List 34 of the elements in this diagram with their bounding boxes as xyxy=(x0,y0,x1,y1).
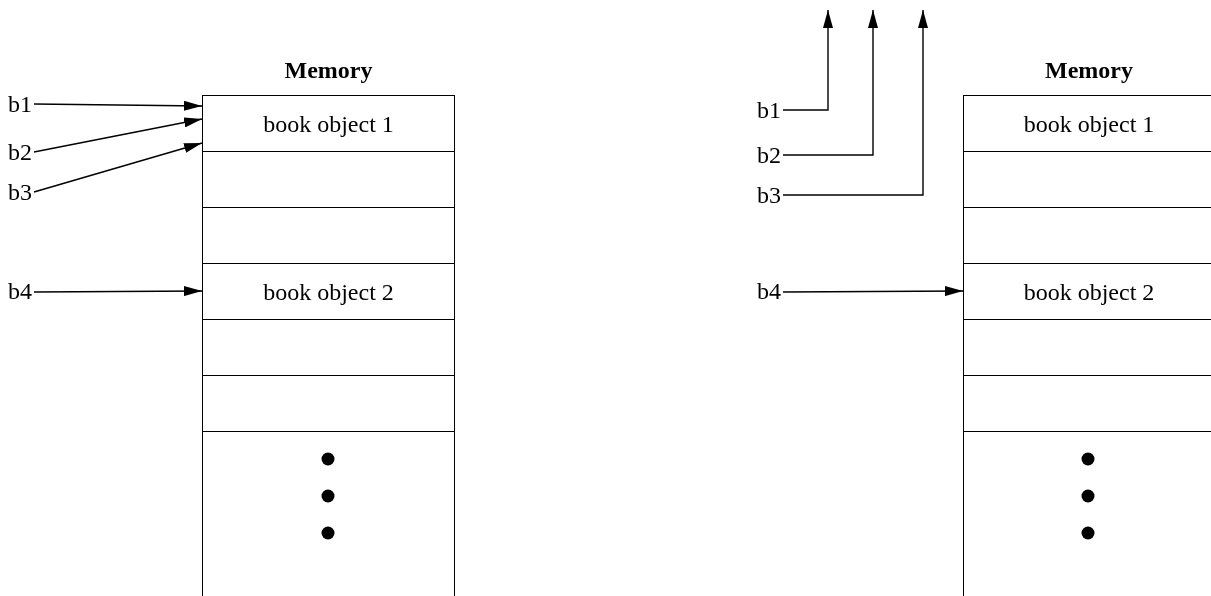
memory-cell xyxy=(963,96,1211,152)
variable-label: b4 xyxy=(8,279,32,303)
arrow xyxy=(33,100,203,111)
empty-memory-cell xyxy=(202,152,455,208)
empty-memory-cell xyxy=(202,320,455,376)
arrow xyxy=(782,286,964,297)
variable-label: b1 xyxy=(757,98,781,122)
empty-memory-cell xyxy=(963,208,1211,264)
arrow xyxy=(782,9,928,196)
variable-label: b1 xyxy=(8,92,32,116)
column-heading: Memory xyxy=(1044,58,1134,82)
empty-memory-cell xyxy=(963,376,1211,432)
cell-label: book object 2 xyxy=(1023,279,1155,304)
variable-label: b3 xyxy=(8,180,32,204)
memory-cell xyxy=(202,264,455,320)
empty-memory-cell xyxy=(963,152,1211,208)
empty-memory-cell xyxy=(963,320,1211,376)
arrow xyxy=(33,142,203,193)
variable-label: b4 xyxy=(757,279,781,303)
empty-memory-cell xyxy=(202,208,455,264)
arrow xyxy=(33,286,203,297)
cell-label: book object 1 xyxy=(263,111,394,136)
arrow xyxy=(782,9,878,156)
arrow xyxy=(33,117,203,153)
memory-cell xyxy=(963,264,1211,320)
arrow xyxy=(782,9,833,111)
cell-label: book object 2 xyxy=(263,279,394,304)
variable-label: b3 xyxy=(757,183,781,207)
memory-cell xyxy=(202,96,455,152)
empty-memory-cell xyxy=(202,376,455,432)
variable-label: b2 xyxy=(757,143,781,167)
column-heading: Memory xyxy=(283,58,374,82)
variable-label: b2 xyxy=(8,140,32,164)
cell-label: book object 1 xyxy=(1023,111,1155,136)
